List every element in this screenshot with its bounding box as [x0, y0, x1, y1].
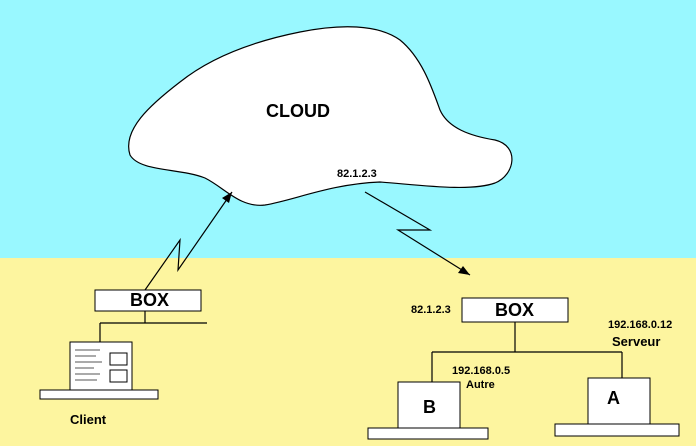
client-box-label: BOX: [130, 290, 170, 310]
host-b-role-label: Autre: [466, 379, 495, 391]
client-box-device: [94, 289, 202, 312]
server-box-label: BOX: [495, 300, 535, 320]
cloud-ip-label: 82.1.2.3: [337, 168, 377, 180]
client-label: Client: [70, 412, 107, 427]
server-box-ip-label: 82.1.2.3: [411, 304, 451, 316]
cloud-label: CLOUD: [266, 101, 330, 121]
client-computer-icon: [39, 341, 159, 400]
host-b-ip-label: 192.168.0.5: [452, 365, 511, 377]
host-a-letter: A: [607, 388, 620, 408]
host-a-computer: [554, 377, 680, 437]
host-b-computer: [367, 381, 489, 440]
server-downlink-arrow: [364, 191, 471, 276]
host-a-role-label: Serveur: [612, 334, 661, 349]
host-b-letter: B: [423, 397, 436, 417]
client-uplink-arrow: [144, 191, 233, 291]
cloud-shape: [128, 26, 513, 206]
host-a-ip-label: 192.168.0.12: [608, 319, 673, 331]
